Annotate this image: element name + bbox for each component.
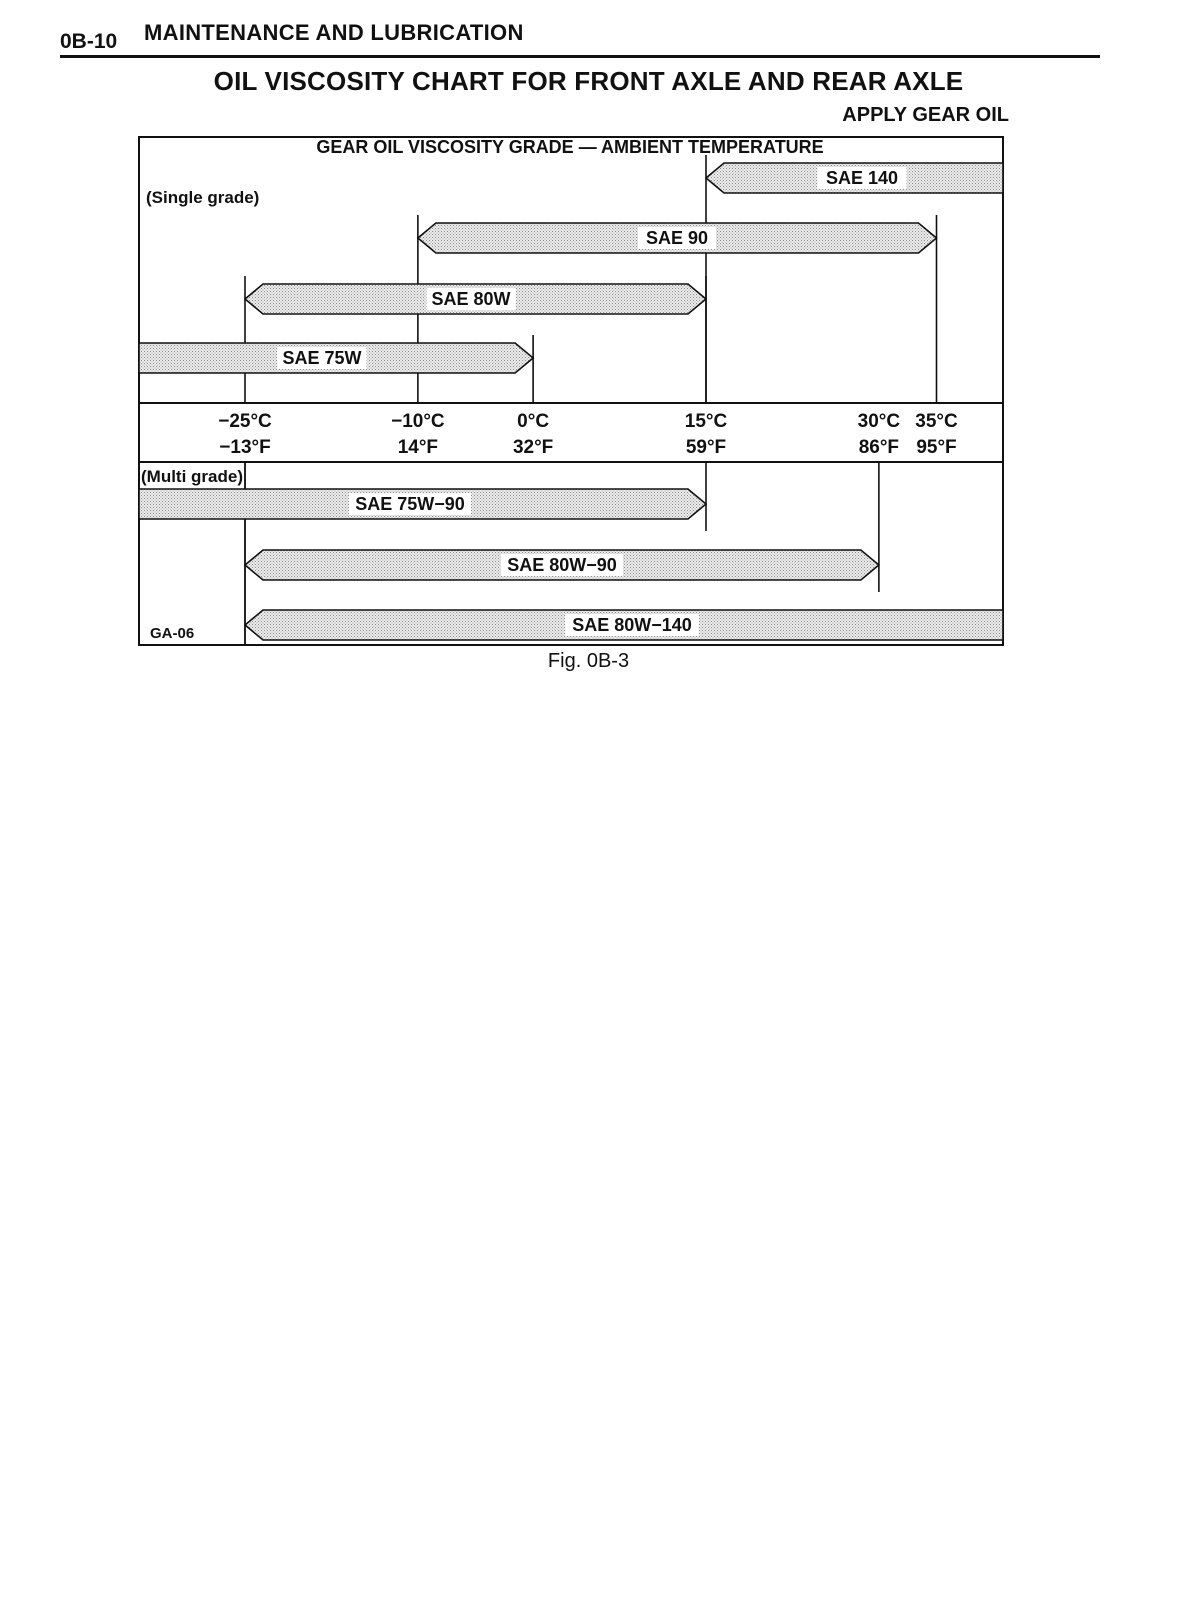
grade-label: SAE 80W [431, 289, 510, 309]
figure-code: GA-06 [150, 625, 194, 642]
tick-label-celsius: 30°C [858, 411, 901, 432]
tick-label-fahrenheit: 59°F [686, 437, 726, 458]
grade-label-box [501, 554, 623, 576]
grade-label: SAE 80W−90 [507, 555, 617, 575]
chart-title: OIL VISCOSITY CHART FOR FRONT AXLE AND R… [213, 66, 964, 96]
grade-label-box [817, 167, 907, 189]
tick-label-fahrenheit: 95°F [916, 437, 956, 458]
figure-caption: Fig. 0B-3 [547, 650, 630, 672]
grade-label-box [565, 614, 699, 636]
header-rule [60, 55, 1100, 58]
tick-label-fahrenheit: 32°F [513, 437, 553, 458]
axis-title: GEAR OIL VISCOSITY GRADE — AMBIENT TEMPE… [316, 137, 823, 157]
group-label: (Multi grade) [141, 467, 243, 486]
tick-label-celsius: −25°C [218, 411, 272, 432]
tick-label-celsius: 15°C [685, 411, 728, 432]
group-label: (Single grade) [146, 188, 259, 207]
grade-label: SAE 90 [646, 228, 708, 248]
page-number: 0B-10 [60, 30, 118, 53]
tick-label-celsius: 0°C [517, 411, 549, 432]
tick-label-celsius: −10°C [391, 411, 445, 432]
tick-label-fahrenheit: −13°F [219, 437, 270, 458]
grade-label: SAE 80W−140 [572, 615, 692, 635]
tick-label-celsius: 35°C [915, 411, 958, 432]
chart-frame [138, 136, 1004, 646]
tick-label-fahrenheit: 86°F [859, 437, 899, 458]
grade-label: SAE 75W−90 [355, 494, 465, 514]
tick-label-fahrenheit: 14°F [398, 437, 438, 458]
grade-label-box [426, 288, 516, 310]
grade-label-box [349, 493, 471, 515]
chart-subtitle: APPLY GEAR OIL [842, 104, 1009, 126]
grade-label: SAE 75W [282, 348, 361, 368]
section-title: MAINTENANCE AND LUBRICATION [144, 20, 524, 45]
page-header: 0B-10 MAINTENANCE AND LUBRICATION [60, 18, 1100, 58]
grade-label: SAE 140 [826, 168, 898, 188]
viscosity-chart: GEAR OIL VISCOSITY GRADE — AMBIENT TEMPE… [138, 136, 1004, 646]
grade-label-box [638, 227, 716, 249]
grade-label-box [277, 347, 367, 369]
